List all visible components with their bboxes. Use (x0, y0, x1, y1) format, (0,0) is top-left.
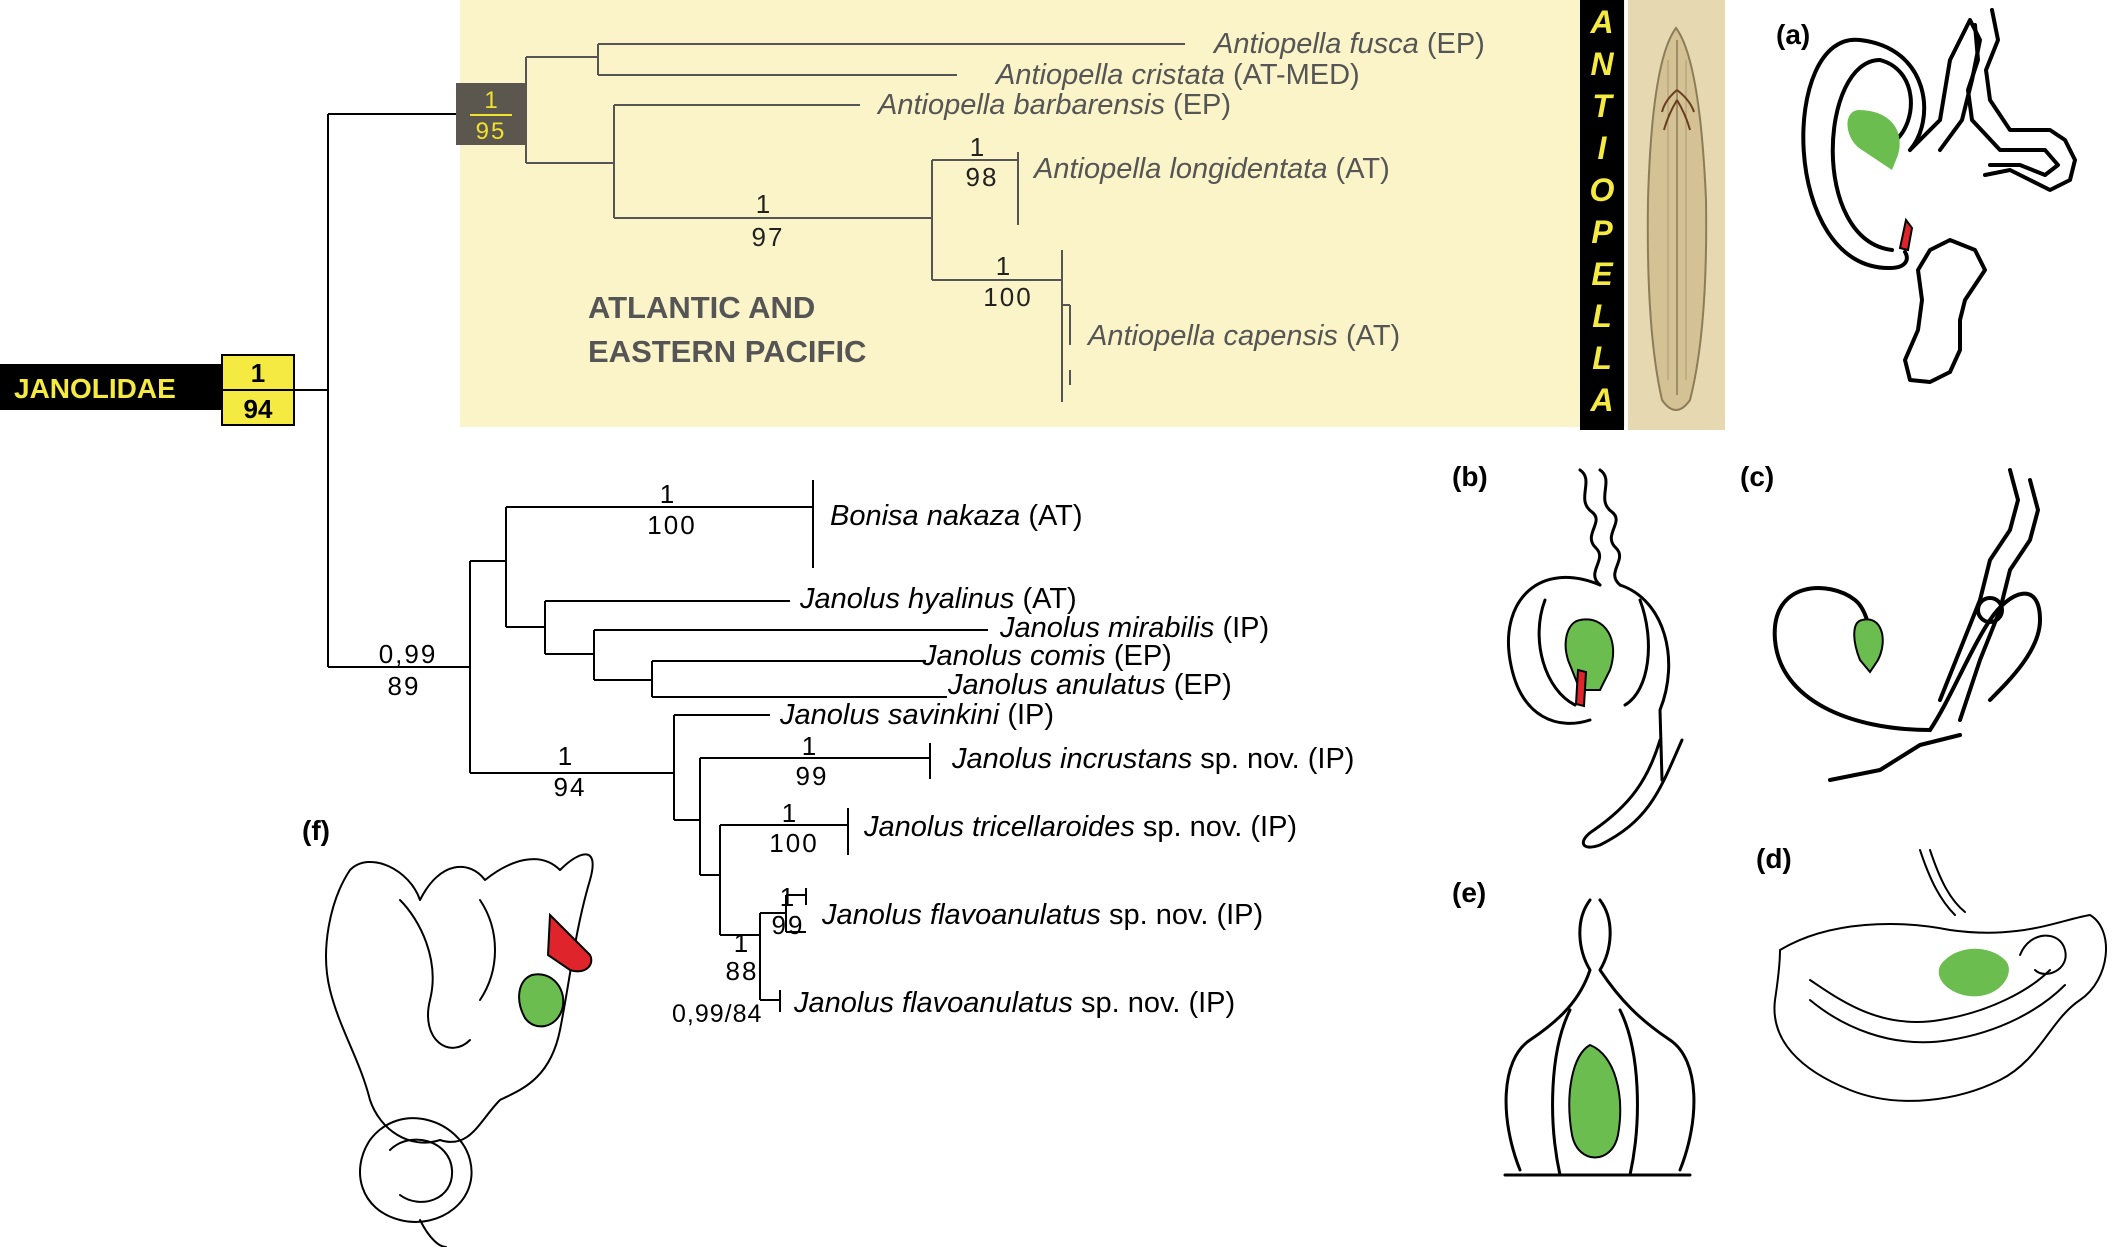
node-support-pp: 1 (660, 479, 676, 509)
node-support-bs: 88 (726, 956, 759, 986)
gland-green-f (518, 973, 565, 1028)
genus-letter: I (1598, 130, 1608, 166)
genus-letter: N (1590, 46, 1614, 82)
antiopella-support-pp: 1 (484, 87, 497, 114)
taxon-label: Janolus flavoanulatus sp. nov. (IP) (821, 899, 1263, 931)
taxon-label: Antiopella capensis (AT) (1086, 320, 1400, 352)
node-support-pp: 1 (558, 741, 574, 771)
node-support-pp: 1 (996, 251, 1012, 281)
reproductive-drawing-e (1503, 898, 1696, 1177)
node-support-bs: 98 (966, 162, 999, 192)
janolus-taxa: Bonisa nakaza (AT) Janolus hyalinus (AT)… (779, 500, 1354, 1019)
node-support-bs: 99 (772, 910, 805, 940)
root-label-box (0, 364, 222, 410)
genus-letters: A N T I O P E L L A (1589, 4, 1614, 418)
gland-green-c (1853, 618, 1884, 674)
taxon-label: Antiopella fusca (EP) (1212, 28, 1485, 60)
reproductive-drawing-b (1507, 468, 1684, 849)
node-supports: 1 98 1 97 1 100 1 100 0,99 89 1 94 1 99 … (379, 132, 1032, 986)
taxon-label: Janolus tricellaroides sp. nov. (IP) (863, 811, 1297, 843)
taxon-label: Janolus hyalinus (AT) (799, 583, 1077, 615)
node-support-bs: 100 (769, 828, 818, 858)
taxon-label: Janolus flavoanulatus sp. nov. (IP) (793, 987, 1235, 1019)
panel-label-c: (c) (1740, 461, 1774, 492)
clade-title-line1: ATLANTIC AND (588, 290, 815, 325)
node-support-bs: 100 (647, 510, 696, 540)
genus-letter: O (1590, 172, 1615, 208)
gland-green-b (1564, 618, 1615, 691)
taxon-label: Antiopella longidentata (AT) (1032, 153, 1390, 185)
genus-strip (1580, 0, 1624, 430)
reproductive-drawing-c (1772, 468, 2042, 782)
duct-red-a (1898, 217, 1914, 252)
panel-label-d: (d) (1756, 843, 1792, 874)
tree-branches-antiopella (525, 43, 1185, 402)
genus-letter: L (1592, 298, 1612, 334)
node-support-bs: 99 (796, 761, 829, 791)
duct-red-b (1574, 668, 1588, 708)
clade-title-line2: EASTERN PACIFIC (588, 334, 866, 369)
taxon-label: Janolus anulatus (EP) (947, 669, 1232, 701)
node-support-pp: 1 (780, 882, 796, 912)
root-label: JANOLIDAE (14, 373, 176, 404)
panel-label-a: (a) (1776, 19, 1810, 50)
taxon-label: Janolus mirabilis (IP) (999, 612, 1269, 644)
genus-letter: P (1591, 214, 1613, 250)
antiopella-specimen-illustration (1628, 0, 1725, 430)
antiopella-support-bs: 95 (476, 118, 507, 145)
panel-label-f: (f) (302, 815, 330, 846)
taxon-label: Janolus incrustans sp. nov. (IP) (951, 743, 1354, 775)
duct-red-f (546, 912, 593, 973)
node-support-bs: 97 (752, 222, 785, 252)
node-support-pp: 1 (734, 928, 750, 958)
reproductive-drawing-d (1773, 849, 2107, 1102)
node-support-pp: 1 (756, 189, 772, 219)
panel-label-e: (e) (1452, 877, 1486, 908)
taxon-label: Bonisa nakaza (AT) (830, 500, 1083, 532)
reproductive-drawing-a (1801, 8, 2077, 384)
antiopella-clade-highlight (460, 0, 1625, 427)
node-support-pp: 1 (802, 731, 818, 761)
root-support-pp: 1 (251, 358, 265, 388)
genus-letter: A (1589, 4, 1613, 40)
node-support-bs: 89 (388, 671, 421, 701)
gland-green-d (1938, 948, 2009, 997)
gland-green-e (1568, 1043, 1622, 1159)
taxon-label: Antiopella barbarensis (EP) (876, 89, 1231, 121)
tree-branches-main (294, 113, 988, 1012)
antiopella-taxa: Antiopella fusca (EP) Antiopella cristat… (876, 28, 1485, 352)
root-support-bs: 94 (244, 394, 273, 424)
node-support-bs: 100 (983, 282, 1032, 312)
node-support-pp: 1 (970, 132, 986, 162)
taxon-label: Janolus comis (EP) (921, 640, 1172, 672)
panel-labels: (a) (b) (c) (d) (e) (f) (302, 19, 1810, 908)
reproductive-drawing-f (325, 853, 594, 1248)
genus-letter: L (1592, 340, 1612, 376)
genus-letter: A (1589, 382, 1613, 418)
node-support-pp: 0,99 (379, 639, 438, 669)
taxon-label: Antiopella cristata (AT-MED) (994, 59, 1360, 91)
taxon-label: Janolus savinkini (IP) (779, 699, 1054, 731)
panel-label-b: (b) (1452, 461, 1488, 492)
gland-green-a (1847, 110, 1900, 170)
node-support-pp: 1 (782, 798, 798, 828)
genus-letter: T (1592, 88, 1614, 124)
node-support-bs: 94 (554, 772, 587, 802)
genus-letter: E (1591, 256, 1614, 292)
inline-support: 0,99/84 (672, 1000, 762, 1028)
